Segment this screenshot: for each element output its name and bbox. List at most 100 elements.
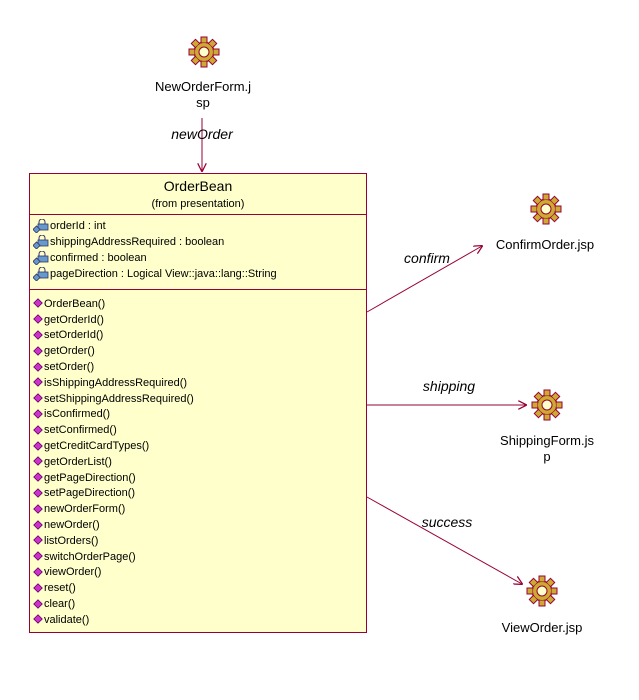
- public-operation-icon: [33, 567, 43, 577]
- confirm-edge-label: confirm: [404, 250, 450, 266]
- operation-text: setPageDirection(): [44, 487, 136, 500]
- operation-item: switchOrderPage(): [33, 549, 194, 565]
- operation-item: validate(): [33, 612, 194, 628]
- operation-text: setConfirmed(): [44, 424, 117, 437]
- operation-text: setShippingAddressRequired(): [44, 392, 194, 405]
- shipping-edge-label: shipping: [422, 378, 476, 394]
- operation-text: isConfirmed(): [44, 408, 111, 421]
- shipping-form-label-line1: ShippingForm.js: [500, 433, 594, 448]
- attribute-item: shippingAddressRequired : boolean: [33, 234, 277, 250]
- operation-item: reset(): [33, 580, 194, 596]
- shipping-form-gear-icon: [531, 389, 563, 421]
- public-operation-icon: [33, 614, 43, 625]
- public-operation-icon: [33, 551, 43, 561]
- public-operation-icon: [33, 535, 43, 546]
- operation-item: newOrderForm(): [33, 501, 194, 517]
- confirm-order-label: ConfirmOrder.jsp: [495, 237, 595, 252]
- operation-text: viewOrder(): [44, 566, 102, 579]
- private-attribute-icon: [33, 267, 49, 281]
- attribute-list: orderId : int shippingAddressRequired : …: [33, 218, 277, 282]
- public-operation-icon: [33, 519, 43, 530]
- operation-item: setPageDirection(): [33, 486, 194, 502]
- public-operation-icon: [33, 393, 43, 403]
- operation-item: setOrder(): [33, 359, 194, 375]
- view-order-gear-icon: [526, 575, 558, 607]
- attribute-text: shippingAddressRequired : boolean: [50, 236, 225, 248]
- private-attribute-icon: [33, 235, 49, 249]
- operation-item: OrderBean(): [33, 296, 194, 312]
- operation-item: setOrderId(): [33, 328, 194, 344]
- attribute-item: orderId : int: [33, 218, 277, 234]
- attributes-divider: [30, 214, 366, 215]
- public-operation-icon: [33, 314, 43, 324]
- attribute-item: confirmed : boolean: [33, 250, 277, 266]
- operation-text: setOrderId(): [44, 329, 104, 342]
- operation-text: getCreditCardTypes(): [44, 440, 150, 453]
- class-package: (from presentation): [151, 198, 245, 210]
- operation-text: getOrderList(): [44, 455, 112, 468]
- operation-list: OrderBean() getOrderId() setOrderId() ge…: [33, 296, 194, 628]
- operation-text: reset(): [44, 582, 76, 595]
- new-order-form-label-line1: NewOrderForm.j: [154, 79, 252, 94]
- public-operation-icon: [33, 456, 43, 467]
- operation-item: newOrder(): [33, 517, 194, 533]
- public-operation-icon: [33, 440, 43, 451]
- attribute-text: orderId : int: [50, 220, 106, 232]
- operation-text: getPageDirection(): [44, 471, 136, 484]
- class-name: OrderBean: [163, 178, 233, 194]
- new-order-form-label-line2: sp: [196, 95, 210, 110]
- operation-text: getOrderId(): [44, 313, 104, 326]
- operation-text: OrderBean(): [44, 297, 106, 310]
- operation-item: setShippingAddressRequired(): [33, 391, 194, 407]
- operation-text: clear(): [44, 598, 76, 611]
- confirm-edge: [366, 246, 482, 313]
- public-operation-icon: [33, 377, 43, 388]
- public-operation-icon: [33, 598, 43, 609]
- public-operation-icon: [33, 503, 43, 514]
- attribute-text: confirmed : boolean: [50, 252, 147, 264]
- operation-item: setConfirmed(): [33, 422, 194, 438]
- private-attribute-icon: [33, 219, 49, 233]
- public-operation-icon: [33, 424, 43, 435]
- success-edge-label: success: [421, 514, 473, 530]
- public-operation-icon: [33, 582, 43, 593]
- public-operation-icon: [33, 361, 43, 372]
- operation-text: validate(): [44, 613, 90, 626]
- new-order-form-gear-icon: [188, 36, 220, 68]
- operation-item: isShippingAddressRequired(): [33, 375, 194, 391]
- public-operation-icon: [33, 472, 43, 482]
- new-order-edge-label: newOrder: [171, 126, 233, 142]
- public-operation-icon: [33, 488, 43, 498]
- order-bean-class[interactable]: OrderBean (from presentation) orderId : …: [29, 173, 367, 633]
- view-order-label: ViewOrder.jsp: [501, 620, 583, 635]
- public-operation-icon: [33, 330, 43, 340]
- operation-item: getOrder(): [33, 343, 194, 359]
- operation-text: isShippingAddressRequired(): [44, 376, 188, 389]
- success-edge: [366, 496, 522, 584]
- operation-item: getCreditCardTypes(): [33, 438, 194, 454]
- operation-text: setOrder(): [44, 361, 95, 374]
- operation-item: getOrderList(): [33, 454, 194, 470]
- attribute-item: pageDirection : Logical View::java::lang…: [33, 266, 277, 282]
- public-operation-icon: [33, 409, 43, 419]
- public-operation-icon: [33, 298, 43, 309]
- operation-text: listOrders(): [44, 534, 99, 547]
- new-order-form-label: NewOrderForm.j sp: [133, 79, 273, 111]
- operation-item: getOrderId(): [33, 312, 194, 328]
- public-operation-icon: [33, 345, 43, 356]
- operation-item: getPageDirection(): [33, 470, 194, 486]
- shipping-form-label-line2: p: [543, 449, 551, 464]
- operation-item: listOrders(): [33, 533, 194, 549]
- private-attribute-icon: [33, 251, 49, 265]
- attribute-text: pageDirection : Logical View::java::lang…: [50, 268, 277, 280]
- operation-text: switchOrderPage(): [44, 550, 136, 563]
- operation-item: viewOrder(): [33, 565, 194, 581]
- confirm-order-gear-icon: [530, 193, 562, 225]
- operations-divider: [30, 289, 366, 290]
- operation-text: newOrder(): [44, 519, 100, 532]
- shipping-form-label: ShippingForm.js p: [482, 433, 612, 465]
- operation-text: getOrder(): [44, 345, 95, 358]
- operation-item: isConfirmed(): [33, 407, 194, 423]
- operation-item: clear(): [33, 596, 194, 612]
